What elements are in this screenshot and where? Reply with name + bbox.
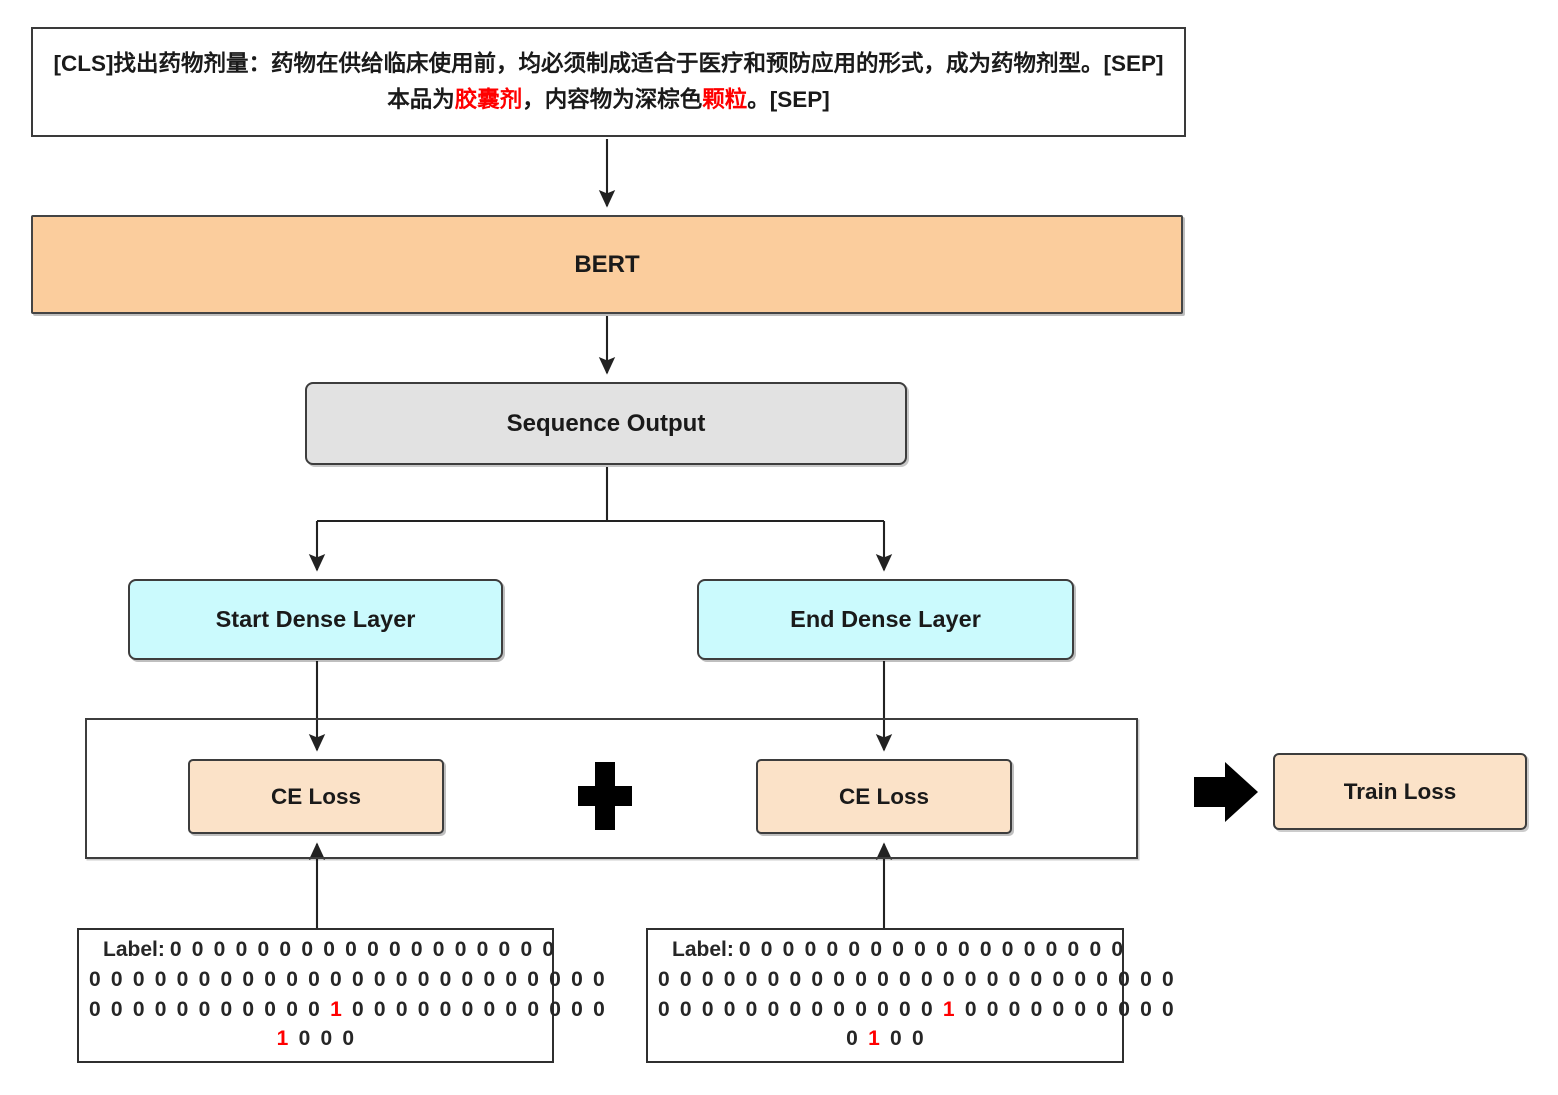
input-sentence-text: [CLS]找出药物剂量：药物在供给临床使用前，均必须制成适合于医疗和预防应用的形… bbox=[49, 46, 1168, 119]
ce-loss-end-label: CE Loss bbox=[838, 783, 930, 809]
start-label-row-3: 0 0 0 0 0 0 0 0 0 0 0 1 0 0 0 0 0 0 0 0 … bbox=[89, 995, 605, 1025]
start-label-row2-digits: 0 0 0 0 0 0 0 0 0 0 0 0 0 0 0 0 0 0 0 0 … bbox=[89, 967, 607, 991]
start-label-vector-box: Label:0 0 0 0 0 0 0 0 0 0 0 0 0 0 0 0 0 … bbox=[77, 928, 605, 1063]
start-label-row1-digits: 0 0 0 0 0 0 0 0 0 0 0 0 0 0 0 0 0 0 bbox=[169, 938, 557, 961]
ce-loss-end-block: CE Loss bbox=[756, 759, 1012, 834]
ce-loss-start-block: CE Loss bbox=[188, 759, 444, 834]
input-line2-prefix: [SEP]本品为 bbox=[387, 50, 1164, 112]
end-label-row4-pre: 0 bbox=[846, 1027, 861, 1051]
start-label-row4-one: 1 bbox=[276, 1027, 291, 1051]
end-label-row3-pre: 0 0 0 0 0 0 0 0 0 0 0 0 0 bbox=[658, 997, 935, 1021]
input-sentence-box: [CLS]找出药物剂量：药物在供给临床使用前，均必须制成适合于医疗和预防应用的形… bbox=[31, 27, 1186, 137]
sequence-output-block: Sequence Output bbox=[305, 382, 907, 465]
start-dense-layer-block: Start Dense Layer bbox=[128, 579, 503, 660]
start-dense-layer-label: Start Dense Layer bbox=[215, 606, 416, 632]
ce-loss-start-label: CE Loss bbox=[270, 783, 362, 809]
bert-label: BERT bbox=[574, 250, 640, 278]
start-label-row3-one: 1 bbox=[330, 997, 344, 1021]
end-label-row-2: 0 0 0 0 0 0 0 0 0 0 0 0 0 0 0 0 0 0 0 0 … bbox=[658, 965, 1174, 995]
end-label-row3-one: 1 bbox=[942, 997, 957, 1021]
end-dense-layer-block: End Dense Layer bbox=[697, 579, 1074, 660]
end-label-vector-box: Label:0 0 0 0 0 0 0 0 0 0 0 0 0 0 0 0 0 … bbox=[646, 928, 1174, 1063]
end-label-row2-digits: 0 0 0 0 0 0 0 0 0 0 0 0 0 0 0 0 0 0 0 0 … bbox=[658, 967, 1176, 991]
input-line2-mid: ，内容物为深棕色 bbox=[522, 87, 703, 112]
block-arrow-to-train-loss bbox=[1194, 762, 1258, 822]
end-label-row-3: 0 0 0 0 0 0 0 0 0 0 0 0 0 1 0 0 0 0 0 0 … bbox=[658, 995, 1174, 1025]
start-label-row4-post: 0 0 0 bbox=[298, 1027, 357, 1051]
end-dense-layer-label: End Dense Layer bbox=[790, 606, 981, 632]
input-line1: [CLS]找出药物剂量：药物在供给临床使用前，均必须制成适合于医疗和预防应用的形… bbox=[53, 50, 1104, 76]
end-label-row4-post: 0 0 bbox=[890, 1027, 926, 1051]
start-label-row-1: Label:0 0 0 0 0 0 0 0 0 0 0 0 0 0 0 0 0 … bbox=[89, 935, 554, 965]
end-label-row1-digits: 0 0 0 0 0 0 0 0 0 0 0 0 0 0 0 0 0 0 bbox=[738, 938, 1126, 961]
start-label-lead: Label: bbox=[103, 938, 165, 961]
start-label-row3-post: 0 0 0 0 0 0 0 0 0 0 0 0 bbox=[352, 997, 607, 1021]
end-label-row-1: Label:0 0 0 0 0 0 0 0 0 0 0 0 0 0 0 0 0 … bbox=[658, 935, 1123, 965]
input-line2-suffix: 。[SEP] bbox=[747, 87, 830, 112]
end-label-row-4: 0 1 0 0 bbox=[658, 1024, 1114, 1054]
end-label-lead: Label: bbox=[672, 938, 734, 961]
input-highlight-granule: 颗粒 bbox=[702, 87, 748, 112]
loss-group-container bbox=[85, 718, 1138, 859]
train-loss-block: Train Loss bbox=[1273, 753, 1527, 830]
start-label-row-2: 0 0 0 0 0 0 0 0 0 0 0 0 0 0 0 0 0 0 0 0 … bbox=[89, 965, 605, 995]
sequence-output-label: Sequence Output bbox=[506, 409, 706, 437]
plus-icon bbox=[578, 762, 632, 830]
input-highlight-capsule: 胶囊剂 bbox=[454, 87, 523, 112]
start-label-row-4: 1 0 0 0 bbox=[89, 1024, 544, 1054]
plus-icon-vertical-bar bbox=[595, 762, 615, 830]
train-loss-label: Train Loss bbox=[1343, 778, 1457, 804]
bert-block: BERT bbox=[31, 215, 1183, 314]
start-label-row3-pre: 0 0 0 0 0 0 0 0 0 0 0 bbox=[89, 997, 323, 1021]
end-label-row3-post: 0 0 0 0 0 0 0 0 0 0 bbox=[964, 997, 1176, 1021]
end-label-row4-one: 1 bbox=[868, 1027, 882, 1051]
